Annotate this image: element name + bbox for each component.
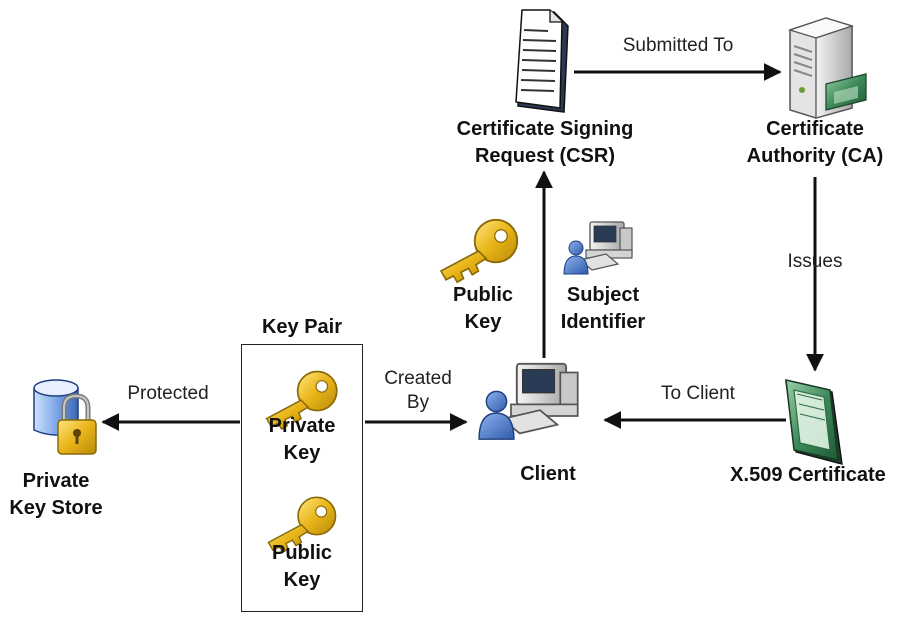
public-key-label-line1: Public (452, 284, 513, 306)
edge-label-submitted-to: Submitted To (622, 35, 734, 56)
key-pair-private-label: Private Key (244, 413, 360, 467)
key-pair-title-text: Key Pair (261, 316, 343, 338)
subject-label-line2: Identifier (560, 311, 646, 333)
user-workstation-icon (478, 362, 579, 441)
ca-label-line2: Authority (CA) (746, 145, 884, 167)
key-pair-private-line2: Key (283, 442, 321, 464)
client-label-line1: Client (520, 463, 576, 485)
private-store-line2: Key Store (9, 497, 103, 519)
edge-label-to-client: To Client (661, 383, 735, 404)
key-pair-public-line1: Public (271, 542, 332, 564)
public-key-label-line2: Key (464, 311, 502, 333)
csr-label: Certificate Signing Request (CSR) (420, 116, 670, 170)
created-by-line1: Created (384, 368, 452, 389)
user-workstation-icon (563, 221, 633, 275)
ca-label: Certificate Authority (CA) (735, 116, 895, 170)
private-store-line1: Private (22, 470, 90, 492)
key-pair-public-line2: Key (283, 569, 321, 591)
public-key-label: Public Key (438, 282, 528, 336)
private-key-store-label: Private Key Store (0, 468, 112, 522)
key-pair-box (241, 344, 363, 612)
created-by-line2: By (406, 392, 430, 413)
csr-label-line1: Certificate Signing (456, 118, 634, 140)
database-lock-icon (33, 379, 97, 455)
csr-label-line2: Request (CSR) (474, 145, 615, 167)
edge-label-issues: Issues (787, 251, 843, 272)
key-pair-private-line1: Private (268, 415, 336, 437)
key-icon (440, 218, 519, 284)
subject-label-line1: Subject (566, 284, 640, 306)
key-pair-public-label: Public Key (244, 540, 360, 594)
certificate-label-line1: X.509 Certificate (730, 464, 886, 486)
document-icon (515, 9, 569, 113)
certificate-icon (785, 379, 843, 465)
edge-label-protected: Protected (127, 383, 209, 404)
server-certificate-icon (787, 17, 867, 119)
edge-label-created-by: Created By (368, 367, 468, 415)
key-pair-title: Key Pair (240, 314, 364, 341)
subject-identifier-label: Subject Identifier (550, 282, 656, 336)
ca-label-line1: Certificate (766, 118, 864, 140)
client-label: Client (505, 461, 591, 488)
certificate-label: X.509 Certificate (718, 462, 898, 489)
